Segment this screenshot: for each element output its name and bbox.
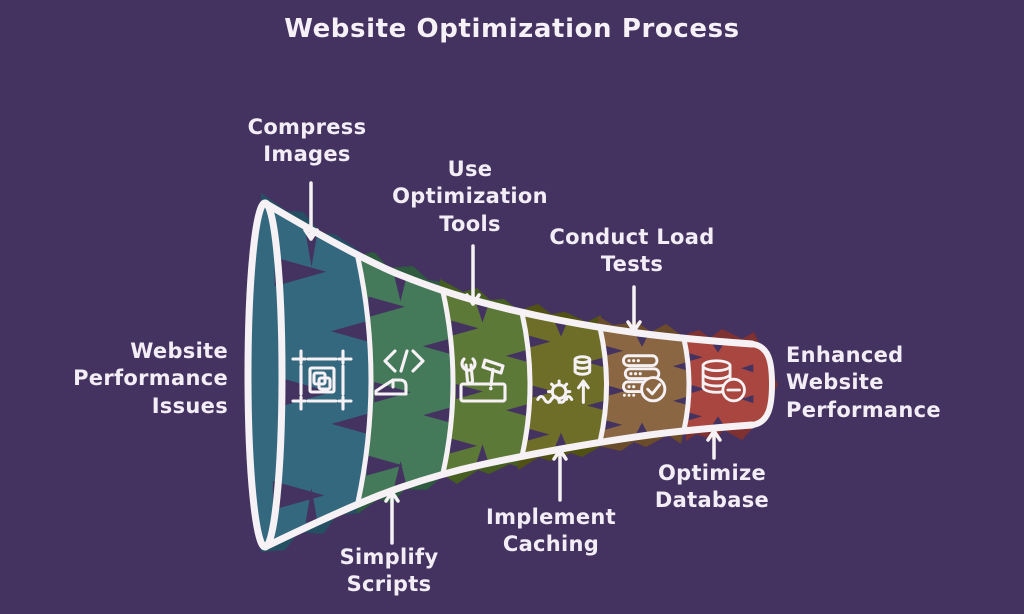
annotation-arrow-1 [465,244,481,306]
tear-spike [449,438,478,454]
annotation-arrow-3 [384,490,400,545]
funnel-segment-0 [265,203,371,547]
tear-spike [423,407,451,423]
tear-spike [555,322,567,337]
tear-spike [366,455,404,476]
tear-spike [368,296,406,318]
page-title: Website Optimization Process [284,14,740,44]
server-check-icon [622,354,667,403]
funnel-end-label: Enhanced Website Performance [786,343,941,422]
funnel-segment-1 [358,258,453,502]
funnel-start-label: Website Performance Issues [73,339,228,418]
database-minus-icon [701,359,746,403]
segment-divider-4 [597,325,609,445]
tear-spike [455,383,484,400]
tear-spike [672,362,687,371]
tear-spike [272,480,325,510]
stage-label-optimize-database: Optimize Database [654,461,770,513]
tear-spike [394,461,407,486]
funnel-mouth-rim [244,199,286,551]
tear-spike [586,400,605,411]
tools-icon [459,357,507,403]
tear-spike [527,428,550,441]
funnel-mouth-fill [248,203,282,547]
compress-images-icon [291,349,353,411]
tear-spike [689,353,703,362]
tear-spike [688,412,703,421]
stage-label-implement-caching: Implement Caching [486,505,616,557]
stage-label-conduct-load-tests: Conduct Load Tests [549,225,715,277]
tear-spike [532,385,555,398]
tear-spike [636,422,648,434]
annotation-arrow-4 [552,448,568,502]
stage-label-simplify-scripts: Simplify Scripts [339,545,439,597]
tear-spike [606,346,624,356]
tear-spike [505,404,528,417]
tear-spike [712,416,724,426]
funnel-outline-bottom [261,421,756,551]
tear-spike [586,357,604,367]
tear-spike [691,385,706,394]
tear-spike [712,343,724,353]
tear-spike [331,413,369,435]
tear-spike [555,432,567,447]
funnel-outline-cap [749,341,776,428]
tear-spike [394,277,407,302]
tear-spike [672,396,687,405]
tear-spike [741,395,754,404]
funnel-body [244,181,778,552]
tear-spike [605,420,623,430]
code-scripts-icon [374,349,425,396]
tear-spike [609,385,627,396]
segment-divider-3 [519,310,533,459]
tear-spike [279,377,332,407]
tear-spike [476,444,489,463]
tear-spike [476,304,489,323]
stage-label-use-optimization-tools: Use Optimization Tools [392,157,548,236]
tear-spike [330,320,368,342]
tear-spike [422,338,450,354]
tear-spike [305,488,318,523]
caching-gear-icon [536,355,592,404]
annotation-arrow-0 [303,181,319,241]
tear-spike [636,335,648,347]
annotation-arrow-5 [706,429,722,460]
tear-spike [505,349,528,362]
tear-spike [529,335,551,348]
tear-spike [741,364,754,373]
tear-spike [305,232,318,267]
segment-divider-5 [681,336,692,433]
tear-spike [451,320,479,336]
segment-divider-1 [355,255,374,505]
funnel-outline-top [261,199,756,348]
annotation-arrow-2 [626,285,642,333]
stage-label-compress-images: Compress Images [247,115,367,167]
segment-divider-2 [440,289,456,476]
tear-spike [274,257,327,287]
